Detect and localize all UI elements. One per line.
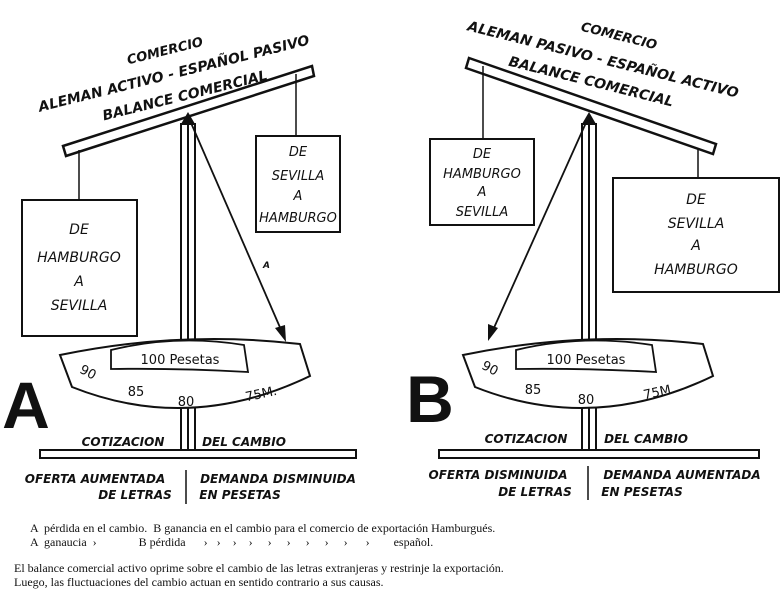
diagram-a-letter: A [2, 368, 50, 442]
diagram-b-right-box-line3: A [690, 238, 701, 254]
diagram-a-tick-90: 90 [77, 362, 99, 383]
diagram-b-dial-label: 100 Pesetas [547, 353, 626, 368]
diagram-a-right-box [255, 135, 341, 233]
diagram-a-bottom-right-2: EN PESETAS [199, 488, 280, 502]
diagram-b-base-left: COTIZACION [485, 432, 568, 446]
diagram-a-bottom-right-1: DEMANDA DISMINUIDA [200, 472, 356, 486]
diagram-a-dial-label: 100 Pesetas [141, 353, 220, 368]
diagram-a-pointer-head [275, 325, 286, 342]
diagram-b-letter: B [406, 362, 454, 436]
diagram-a-right-box-line3: A [293, 189, 303, 204]
diagram-b-dial-label-box [515, 339, 658, 373]
diagram-a-tick-75: 75M. [244, 384, 278, 405]
diagram-b-left-box-line3: A [477, 185, 487, 200]
diagram-b-bottom-right-1: DEMANDA AUMENTADA [603, 468, 760, 482]
diagram-b-left-box-line4: SEVILLA [456, 205, 509, 220]
diagram-b-right-box-line2: SEVILLA [668, 216, 725, 232]
diagram-a-bottom-left-1: OFERTA AUMENTADA [25, 472, 165, 486]
diagram-a-left-box-line2: HAMBURGO [37, 250, 121, 266]
diagram-b-right-box-line4: HAMBURGO [654, 262, 738, 278]
diagram-a-left-box-line1: DE [69, 222, 89, 238]
diagram-b-bottom-left-2: DE LETRAS [498, 485, 572, 499]
caption-line-4: Luego, las fluctuaciones del cambio actu… [14, 575, 384, 589]
diagram-a-left-box-line4: SEVILLA [51, 298, 108, 314]
caption-line-2: A ganaucia › B pérdida › › › › › › › › ›… [30, 535, 434, 549]
diagram-a-right-box-line2: SEVILLA [272, 169, 325, 184]
diagram-a-base-right: DEL CAMBIO [202, 435, 286, 449]
diagram-b-left-box-line2: HAMBURGO [443, 167, 521, 182]
diagram-a-bottom-left-2: DE LETRAS [98, 488, 172, 502]
diagram-a-tick-80: 80 [178, 395, 195, 410]
diagram-a-pointer [187, 115, 283, 333]
diagram-a-left-box-line3: A [73, 274, 84, 290]
diagram-b-tick-90: 90 [479, 358, 501, 379]
diagram-b-tick-85: 85 [525, 383, 542, 398]
diagram-b-bottom-left-1: OFERTA DISMINUIDA [429, 468, 568, 482]
diagram-b-base [438, 449, 760, 459]
diagram-b: COMERCIO ALEMAN PASIVO - ESPAÑOL ACTIVO … [406, 17, 780, 500]
diagram-b-left-box [429, 138, 535, 226]
diagram-b-tick-75: 75M. [642, 382, 676, 403]
diagram-a-base [39, 449, 357, 459]
diagram-a-stray-mark: A [262, 261, 270, 271]
diagram-a-right-box-line1: DE [289, 145, 308, 160]
diagram-a-left-box [21, 199, 138, 337]
diagram-a-beam [61, 64, 316, 158]
diagram-a-dial-label-box [110, 339, 250, 373]
diagram-b-bottom-right-2: EN PESETAS [601, 485, 682, 499]
diagram-b-base-right: DEL CAMBIO [604, 432, 688, 446]
diagram-b-beam [464, 56, 718, 156]
diagram-b-right-box-line1: DE [686, 192, 706, 208]
diagram-a-right-box-line4: HAMBURGO [259, 211, 337, 226]
diagram-b-pointer [492, 115, 590, 331]
diagram-b-right-box [612, 177, 780, 293]
caption-line-3: El balance comercial activo oprime sobre… [14, 561, 504, 575]
diagram-b-tick-80: 80 [578, 393, 595, 408]
diagram-b-left-box-line1: DE [473, 147, 492, 162]
diagram-a-tick-85: 85 [128, 385, 145, 400]
caption-line-1: A pérdida en el cambio. B ganancia en el… [30, 521, 496, 535]
diagram-b-pointer-head [488, 324, 498, 341]
diagram-a: COMERCIO ALEMAN ACTIVO - ESPAÑOL PASIVO … [2, 32, 357, 504]
diagram-a-base-left: COTIZACION [82, 435, 165, 449]
